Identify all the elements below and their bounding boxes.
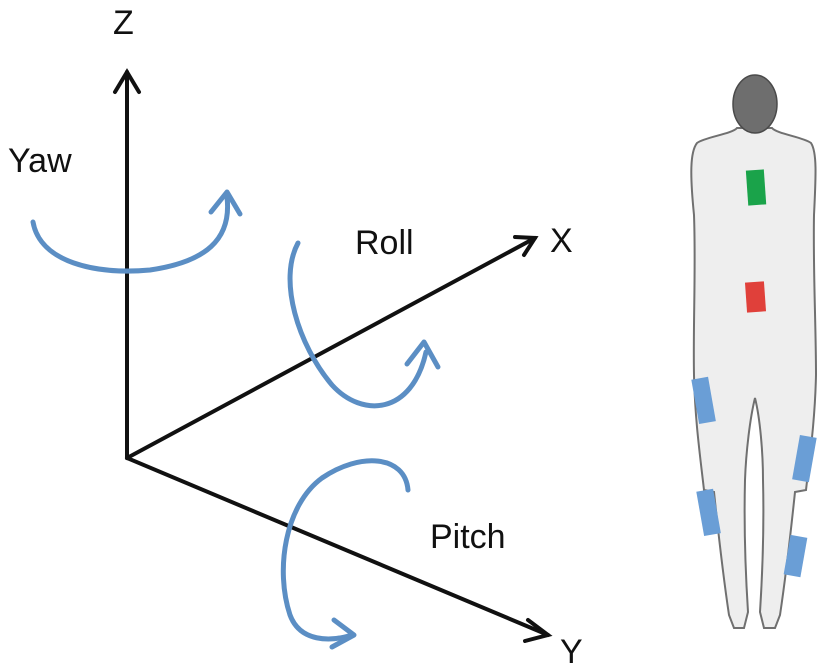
pitch-label: Pitch xyxy=(430,518,506,556)
x-axis xyxy=(125,236,537,460)
pitch-arrowhead-icon xyxy=(329,617,357,650)
yaw-arrowhead-icon xyxy=(208,189,243,217)
human-figure xyxy=(690,74,818,629)
roll-rotation-arrow xyxy=(287,240,429,409)
axes-group: Z X Y xyxy=(113,4,583,668)
upper-back-sensor-icon xyxy=(745,169,767,206)
x-axis-arrowhead xyxy=(513,235,539,257)
z-axis-label: Z xyxy=(113,4,134,42)
left-shin-sensor-icon xyxy=(696,488,721,537)
x-axis-label: X xyxy=(550,222,573,260)
pitch-rotation-arrow xyxy=(280,458,411,642)
right-thigh-sensor-icon xyxy=(792,434,817,483)
left-thigh-sensor-icon xyxy=(691,376,716,425)
rotations-group: Yaw Roll Pitch xyxy=(8,142,506,650)
roll-label: Roll xyxy=(355,224,414,262)
right-shin-sensor-icon xyxy=(783,534,808,578)
y-axis-label: Y xyxy=(560,633,583,668)
lower-back-sensor-icon xyxy=(744,281,767,313)
y-axis xyxy=(125,456,550,637)
yaw-label: Yaw xyxy=(8,142,72,180)
z-axis-arrowhead xyxy=(113,68,141,94)
roll-arrowhead-icon xyxy=(404,339,441,370)
y-axis-arrowhead xyxy=(523,618,553,643)
body-silhouette xyxy=(690,127,818,629)
head-icon xyxy=(732,74,778,134)
yaw-rotation-arrow xyxy=(30,194,231,274)
